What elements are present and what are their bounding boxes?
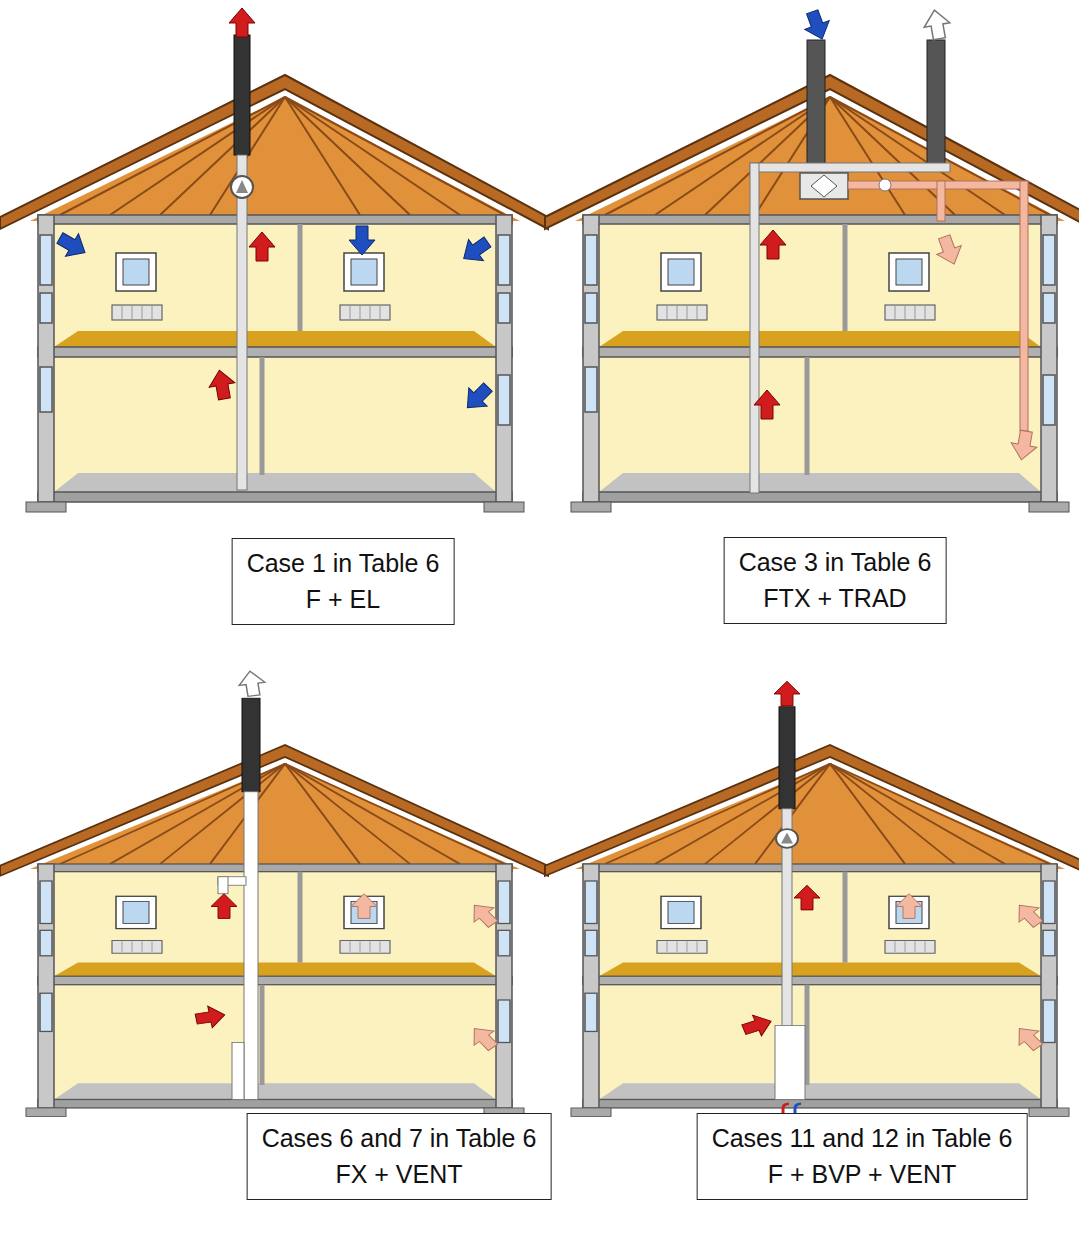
case-label: Case 3 in Table 6 bbox=[739, 544, 932, 580]
case-label: Cases 6 and 7 in Table 6 bbox=[262, 1120, 537, 1156]
house-case-1-part bbox=[456, 231, 495, 269]
house-case-3-part bbox=[1009, 429, 1040, 462]
caption-box: Cases 6 and 7 in Table 6FX + VENT bbox=[247, 1113, 552, 1200]
house-case-6-7-part bbox=[244, 792, 258, 1100]
system-label: FTX + TRAD bbox=[739, 580, 932, 616]
house-case-1-part bbox=[207, 368, 238, 401]
system-label: FX + VENT bbox=[262, 1156, 537, 1192]
house-case-3-part bbox=[811, 175, 837, 197]
house-case-1-part bbox=[0, 75, 548, 512]
house-case-6-7-part bbox=[232, 1043, 244, 1100]
house-case-3-part bbox=[760, 230, 786, 259]
house-case-6-7-part bbox=[218, 877, 228, 894]
house-case-3-part bbox=[932, 232, 966, 268]
house-case-1-part bbox=[53, 227, 91, 264]
house-case-3-part bbox=[807, 40, 825, 168]
house-case-6-7-part bbox=[351, 894, 377, 919]
house-case-1-part bbox=[249, 232, 275, 261]
house-case-11-12-part bbox=[896, 894, 922, 919]
house-case-1-part bbox=[231, 176, 253, 198]
caption-box: Case 1 in Table 6F + EL bbox=[232, 538, 455, 625]
house-case-11-12-part bbox=[779, 707, 795, 809]
house-case-6-7-part bbox=[242, 698, 260, 792]
house-case-6-7-part bbox=[194, 1004, 227, 1030]
caption-box: Cases 11 and 12 in Table 6F + BVP + VENT bbox=[697, 1113, 1028, 1200]
system-label: F + BVP + VENT bbox=[712, 1156, 1013, 1192]
house-case-3 bbox=[545, 7, 1079, 512]
house-case-3-part bbox=[754, 390, 780, 419]
house-case-3-part bbox=[800, 7, 834, 43]
house-case-6-7-part bbox=[464, 898, 503, 931]
house-case-1-part bbox=[458, 378, 497, 417]
house-case-11-12 bbox=[545, 681, 1079, 1119]
house-case-6-7-part bbox=[211, 894, 237, 919]
house-case-11-12-part bbox=[1009, 898, 1048, 931]
house-case-1-part bbox=[234, 35, 250, 155]
house-case-1 bbox=[0, 8, 548, 512]
house-case-3-part bbox=[800, 173, 848, 199]
house-case-3-part bbox=[937, 181, 945, 221]
house-case-6-7-part bbox=[0, 745, 548, 1116]
house-case-11-12-part bbox=[794, 885, 820, 910]
house-case-1-part bbox=[236, 180, 248, 193]
house-case-1-part bbox=[349, 226, 375, 255]
house-case-3-part bbox=[750, 163, 759, 493]
house-case-11-12-part bbox=[776, 829, 798, 848]
system-label: F + EL bbox=[247, 581, 440, 617]
house-case-11-12-part bbox=[774, 681, 800, 706]
house-case-3-part bbox=[750, 163, 950, 172]
house-case-11-12-part bbox=[545, 745, 1079, 1116]
house-case-11-12-part bbox=[782, 809, 792, 1039]
house-case-1-part bbox=[237, 155, 247, 490]
house-case-11-12-part bbox=[775, 1026, 805, 1100]
case-label: Cases 11 and 12 in Table 6 bbox=[712, 1120, 1013, 1156]
house-case-6-7-part bbox=[464, 1021, 503, 1054]
house-case-11-12-part bbox=[1009, 1021, 1048, 1054]
house-case-3-part bbox=[922, 8, 953, 41]
case-label: Case 1 in Table 6 bbox=[247, 545, 440, 581]
house-case-11-12-part bbox=[739, 1011, 775, 1040]
house-case-6-7 bbox=[0, 670, 548, 1117]
house-case-3-part bbox=[879, 179, 891, 191]
house-case-6-7-part bbox=[237, 670, 267, 697]
house-case-1-part bbox=[229, 8, 255, 37]
house-case-11-12-part bbox=[781, 833, 793, 844]
caption-box: Case 3 in Table 6FTX + TRAD bbox=[724, 537, 947, 624]
house-case-3-part bbox=[1020, 181, 1028, 431]
house-case-3-part bbox=[927, 40, 945, 168]
